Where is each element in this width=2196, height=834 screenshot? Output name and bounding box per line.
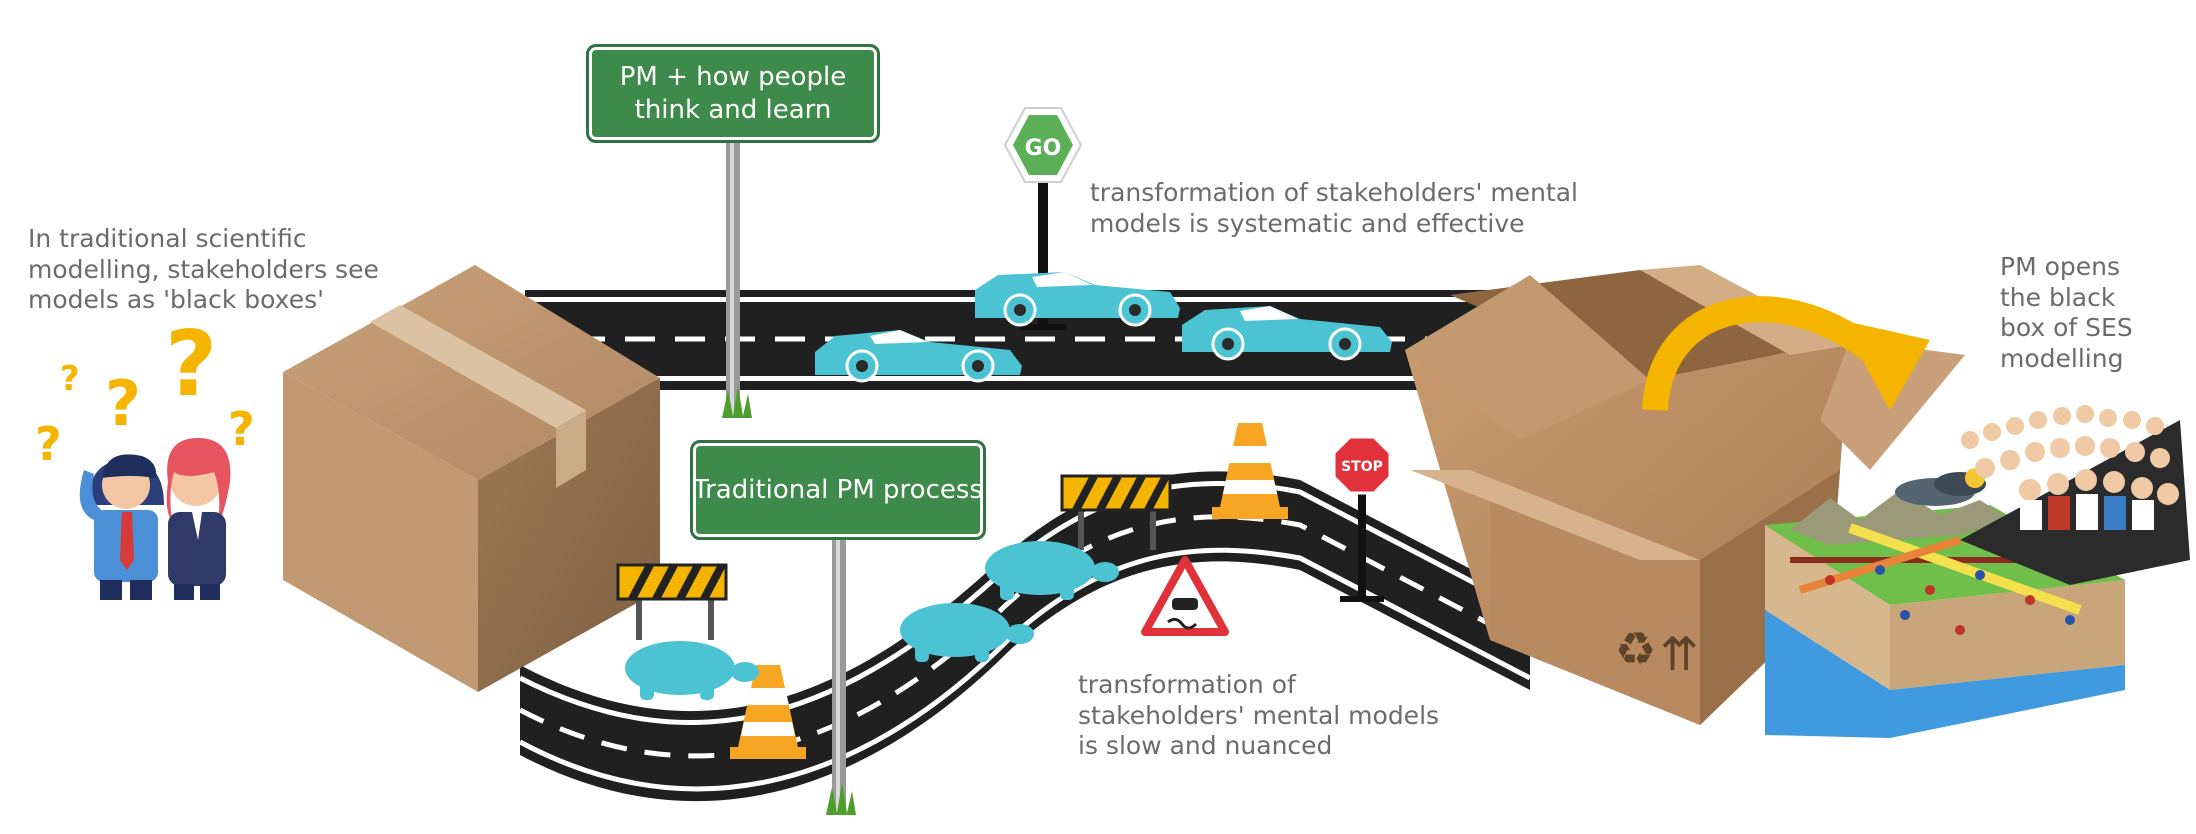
slippery-road-icon (1141, 556, 1229, 636)
top-sign-label: PM + how people think and learn (619, 62, 847, 125)
question-mark: ? (60, 359, 80, 399)
turtle-icon (625, 641, 759, 700)
stop-sign-label: STOP (1341, 459, 1383, 475)
car-icon (815, 330, 1022, 383)
traffic-cone-icon (1212, 423, 1288, 519)
traffic-cone-icon (730, 665, 806, 759)
top-sign: PM + how people think and learn (586, 44, 880, 143)
car-icon (975, 272, 1180, 327)
go-sign-label: GO (1025, 136, 1062, 161)
question-mark: ? (228, 402, 255, 456)
left-note: In traditional scientific modelling, sta… (28, 224, 379, 314)
go-sign: GO (1003, 107, 1083, 330)
bottom-sign-pole (826, 530, 856, 815)
stakeholder-crowd-icon (1960, 405, 2190, 585)
bottom-sign-label: Traditional PM process (693, 474, 983, 505)
roadblock-icon (1060, 474, 1172, 550)
slow-note: transformation of stakeholders' mental m… (1078, 670, 1440, 760)
top-sign-pole (722, 138, 752, 418)
landscape-model-icon (1765, 490, 2125, 738)
stop-sign: STOP (1332, 435, 1392, 602)
curved-arrow-icon (1642, 296, 1930, 412)
turtle-icon (985, 541, 1119, 600)
roadblock-icon (616, 563, 728, 640)
closed-box-icon (283, 265, 660, 692)
storm-cloud-icon (1895, 468, 1986, 506)
svg-text:♻: ♻ (1615, 622, 1656, 676)
question-mark: ? (165, 312, 217, 417)
question-mark: ? (35, 417, 62, 471)
bottom-sign: Traditional PM process (690, 440, 986, 540)
turtle-icon (900, 603, 1034, 662)
car-icon (1182, 306, 1392, 361)
question-mark: ? (105, 367, 141, 440)
svg-text:⇈: ⇈ (1660, 627, 1699, 681)
fast-note: transformation of stakeholders' mental m… (1090, 178, 1578, 238)
confused-people-icon: ? ? ? ? ? (35, 312, 255, 600)
right-note: PM opens the black box of SES modelling (2000, 252, 2133, 373)
